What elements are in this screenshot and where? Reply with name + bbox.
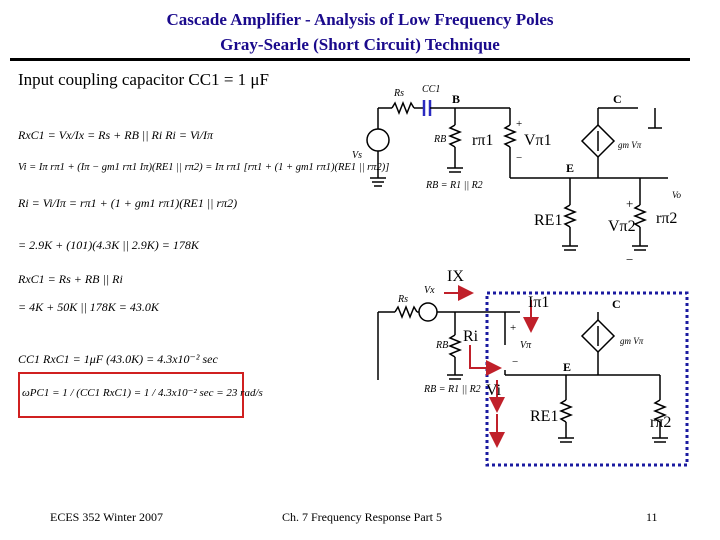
bottom-label-ri: Ri bbox=[463, 328, 479, 345]
top-label-vpi2: Vπ2 bbox=[608, 218, 636, 235]
pole-result-box bbox=[18, 372, 244, 418]
top-label-rb-eq: RB = R1 || R2 bbox=[426, 180, 483, 191]
bottom-label-rb-eq: RB = R1 || R2 bbox=[424, 384, 481, 395]
bottom-vx-source-icon bbox=[418, 302, 438, 322]
bottom-label-ix: IX bbox=[447, 268, 464, 285]
equation-vi: Vi = Iπ rπ1 + (Iπ − gm1 rπ1 Iπ)(RE1 || r… bbox=[18, 162, 390, 173]
subcircuit-dotted-box bbox=[485, 291, 689, 467]
slide-title-line1: Cascade Amplifier - Analysis of Low Freq… bbox=[166, 10, 554, 29]
top-label-c: C bbox=[613, 92, 622, 106]
bottom-label-vx: Vx bbox=[424, 285, 435, 296]
bottom-label-minus: − bbox=[512, 356, 519, 368]
equation-rxc1-value: = 4K + 50K || 178K = 43.0K bbox=[18, 300, 159, 314]
top-circuit bbox=[366, 100, 668, 251]
bottom-rpi2-resistor bbox=[652, 399, 668, 423]
bottom-label-rpi2: rπ2 bbox=[650, 414, 672, 431]
ri-arrow-icon bbox=[469, 345, 502, 376]
top-rpi2-resistor bbox=[632, 204, 648, 228]
top-label-cc1: CC1 bbox=[422, 84, 441, 95]
top-label-vo: Vo bbox=[672, 190, 681, 200]
top-re1-resistor bbox=[562, 204, 578, 228]
top-label-rb: RB bbox=[434, 134, 447, 145]
bottom-rs-resistor bbox=[394, 304, 418, 320]
top-label-e: E bbox=[566, 161, 575, 175]
equation-rxc1: RxC1 = Vx/Ix = Rs + RB || Ri Ri = Vi/Iπ bbox=[18, 128, 214, 142]
top-label-minus2: − bbox=[626, 252, 634, 267]
bottom-re1-resistor bbox=[558, 399, 574, 423]
footer-course: ECES 352 Winter 2007 bbox=[50, 510, 163, 524]
bottom-label-vpi: Vπ bbox=[520, 340, 532, 351]
bottom-label-vi: Vi bbox=[486, 382, 502, 399]
bottom-label-plus: + bbox=[510, 322, 517, 334]
equation-pole-frequency: ωPC1 = 1 / (CC1 RxC1) = 1 / 4.3x10⁻² sec… bbox=[22, 387, 263, 399]
bottom-rb-resistor bbox=[447, 334, 463, 358]
top-source-icon bbox=[366, 128, 390, 152]
bottom-label-rs: Rs bbox=[398, 294, 408, 305]
slide-title-line2: Gray-Searle (Short Circuit) Technique bbox=[220, 35, 500, 54]
top-label-b: B bbox=[452, 92, 461, 106]
top-label-rs: Rs bbox=[394, 88, 404, 99]
bottom-label-gmvpi: gm Vπ bbox=[620, 336, 644, 346]
bottom-label-c: C bbox=[612, 297, 621, 311]
top-rs-resistor bbox=[391, 100, 415, 116]
top-label-vpi1: Vπ1 bbox=[524, 132, 552, 149]
top-label-vs: Vs bbox=[352, 150, 362, 161]
top-rpi1-resistor bbox=[502, 124, 518, 148]
equation-rxc1-parallel: RxC1 = Rs + RB || Ri bbox=[18, 272, 123, 286]
equation-ri-value: = 2.9K + (101)(4.3K || 2.9K) = 178K bbox=[18, 238, 199, 252]
footer-page-number: 11 bbox=[646, 510, 658, 524]
top-label-rpi2: rπ2 bbox=[656, 210, 678, 227]
bottom-label-e: E bbox=[563, 360, 572, 374]
bottom-label-re1: RE1 bbox=[530, 408, 559, 425]
top-rb-resistor bbox=[447, 124, 463, 148]
top-label-minus1: − bbox=[516, 152, 523, 164]
top-label-plus1: + bbox=[516, 118, 523, 130]
title-divider bbox=[10, 58, 690, 61]
slide-subtitle: Input coupling capacitor CC1 = 1 μF bbox=[18, 70, 269, 89]
top-label-plus2: + bbox=[626, 196, 634, 211]
bottom-label-ipi1: Iπ1 bbox=[528, 294, 550, 311]
bottom-label-rb: RB bbox=[436, 340, 449, 351]
top-label-rpi1: rπ1 bbox=[472, 132, 494, 149]
footer-chapter: Ch. 7 Frequency Response Part 5 bbox=[282, 510, 442, 524]
top-label-re1: RE1 bbox=[534, 212, 563, 229]
bottom-circuit bbox=[377, 302, 668, 443]
equation-time-constant: CC1 RxC1 = 1μF (43.0K) = 4.3x10⁻² sec bbox=[18, 352, 218, 366]
top-label-gmvpi: gm Vπ bbox=[618, 140, 642, 150]
equation-ri: Ri = Vi/Iπ = rπ1 + (1 + gm1 rπ1)(RE1 || … bbox=[18, 196, 238, 210]
